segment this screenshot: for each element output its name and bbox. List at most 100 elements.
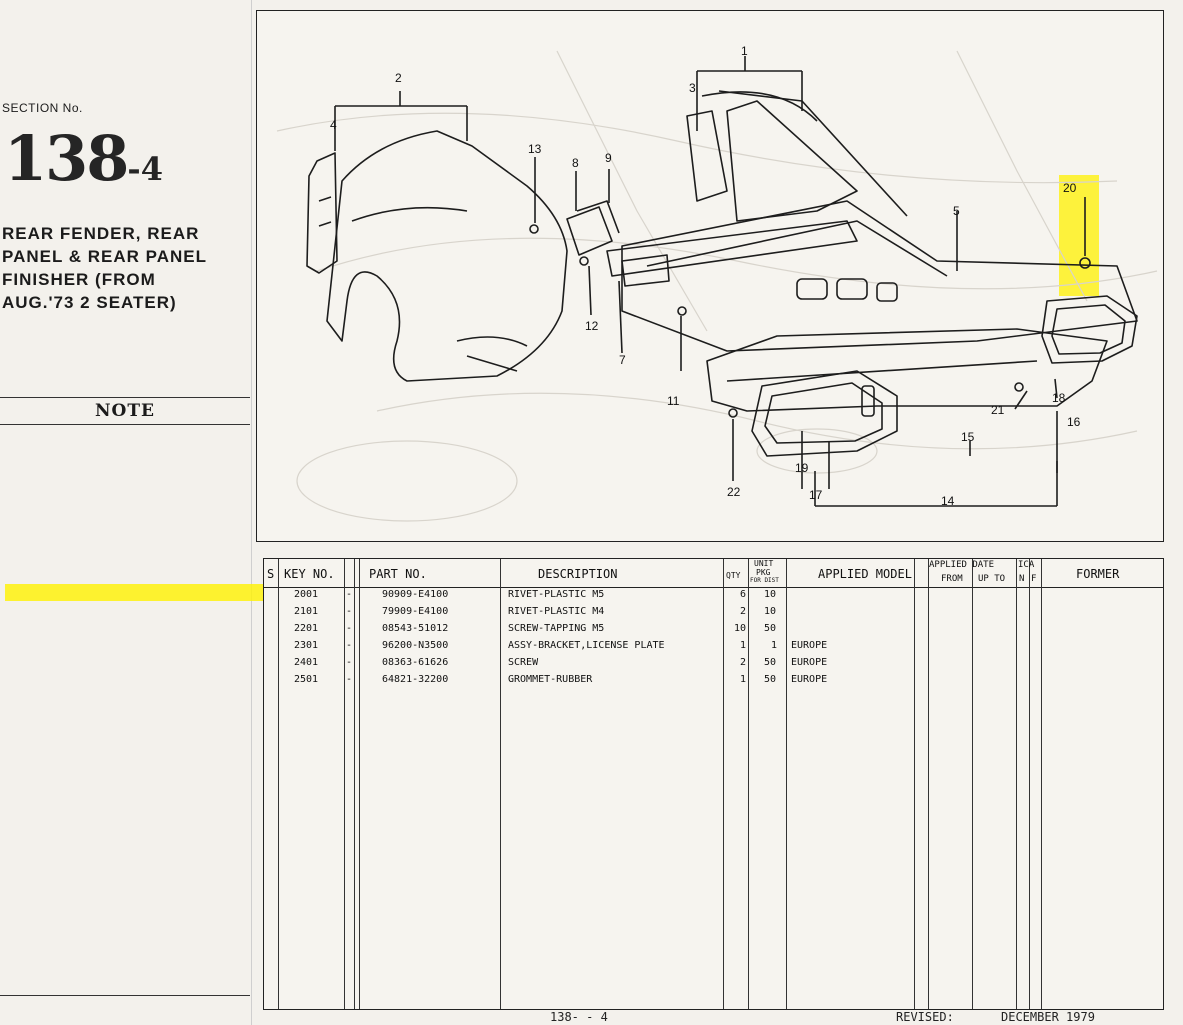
header-applied-date: APPLIED DATE (929, 560, 995, 570)
column-rule (1016, 559, 1017, 1009)
header-ica-f: F (1031, 574, 1037, 584)
section-title-line: FINISHER (FROM (2, 270, 156, 289)
cell-key-no: 2201 (294, 623, 319, 634)
cell-part-no: 08363-61626 (382, 657, 449, 668)
table-header (264, 559, 1163, 588)
callout-label: 18 (1052, 391, 1066, 405)
cell-qty: 2 (740, 657, 747, 668)
column-rule (914, 559, 915, 1009)
column-rule (748, 559, 749, 1009)
header-part-no: PART NO. (369, 567, 427, 581)
cell-qty: 2 (740, 606, 747, 617)
cell-part-no: 64821-32200 (382, 674, 449, 685)
header-key-no: KEY NO. (284, 567, 335, 581)
cell-key-no: 2401 (294, 657, 319, 668)
cell-dash: - (346, 674, 353, 685)
callout-label: 9 (605, 151, 612, 165)
header-former: FORMER (1076, 567, 1120, 581)
note-divider-footer (0, 995, 250, 996)
callout-label: 22 (727, 485, 741, 499)
callout-label: 21 (991, 403, 1005, 417)
callout-label: 8 (572, 156, 579, 170)
cell-description: SCREW-TAPPING M5 (508, 623, 605, 634)
callout-label: 4 (330, 118, 337, 132)
header-up-to: UP TO (978, 574, 1006, 584)
callout-label: 17 (809, 488, 823, 502)
header-ica: ICA (1018, 560, 1035, 570)
cell-dash: - (346, 589, 353, 600)
section-title-line: PANEL & REAR PANEL (2, 247, 208, 266)
note-divider-top (0, 397, 250, 398)
cell-pkg: 50 (764, 674, 777, 685)
header-ica-n: N (1019, 574, 1025, 584)
cell-qty: 1 (740, 640, 747, 651)
header-for-dist: FOR DIST (750, 577, 779, 584)
column-rule (723, 559, 724, 1009)
column-rule (1041, 559, 1042, 1009)
cell-description: RIVET-PLASTIC M5 (508, 589, 605, 600)
section-title-line: REAR FENDER, REAR (2, 224, 200, 243)
cell-qty: 1 (740, 674, 747, 685)
revised-label: REVISED: (896, 1010, 954, 1024)
cell-part-no: 08543-51012 (382, 623, 449, 634)
header-qty: QTY (726, 571, 741, 580)
cell-dash: - (346, 623, 353, 634)
callout-label: 15 (961, 430, 975, 444)
column-rule (928, 559, 929, 1009)
header-from: FROM (941, 574, 963, 584)
section-number-suffix: -4 (127, 150, 163, 188)
section-title: REAR FENDER, REAR PANEL & REAR PANEL FIN… (2, 222, 252, 314)
callout-label: 3 (689, 81, 696, 95)
callout-label: 14 (941, 494, 955, 508)
table-row: 2501 - 64821-32200 GROMMET-RUBBER 1 50 E… (264, 672, 1163, 689)
cell-pkg: 50 (764, 657, 777, 668)
column-rule (359, 559, 360, 1009)
header-applied-model: APPLIED MODEL (818, 567, 912, 581)
column-rule (344, 559, 345, 1009)
cell-model: EUROPE (791, 640, 828, 651)
callout-label: 19 (795, 461, 809, 475)
cell-model: EUROPE (791, 674, 828, 685)
cell-part-no: 79909-E4100 (382, 606, 449, 617)
column-rule (354, 559, 355, 1009)
callout-label: 12 (585, 319, 599, 333)
column-rule (972, 559, 973, 1009)
callout-20-highlight (1059, 175, 1099, 296)
cell-description: ASSY-BRACKET,LICENSE PLATE (508, 640, 665, 651)
section-title-line: AUG.'73 2 SEATER) (2, 293, 177, 312)
cell-dash: - (346, 657, 353, 668)
header-s: S (267, 567, 275, 581)
revised-date: DECEMBER 1979 (1001, 1010, 1095, 1024)
cell-description: GROMMET-RUBBER (508, 674, 593, 685)
section-number: 138-4 (4, 128, 163, 200)
parts-drawing (276, 50, 1158, 522)
cell-description: SCREW (508, 657, 539, 668)
header-pkg: PKG (756, 568, 771, 577)
exploded-parts-diagram: 1 2 3 4 5 7 8 9 11 12 13 14 15 16 17 18 … (256, 10, 1164, 542)
callout-label: 13 (528, 142, 542, 156)
cell-key-no: 2001 (294, 589, 319, 600)
cell-model: EUROPE (791, 657, 828, 668)
cell-qty: 6 (740, 589, 747, 600)
cell-part-no: 90909-E4100 (382, 589, 449, 600)
table-row: 2001 - 90909-E4100 RIVET-PLASTIC M5 6 10 (264, 587, 1163, 604)
cell-dash: - (346, 606, 353, 617)
callout-label: 16 (1067, 415, 1081, 429)
callout-label: 7 (619, 353, 626, 367)
note-heading: NOTE (95, 401, 155, 421)
cell-pkg: 10 (764, 589, 777, 600)
callout-label: 20 (1063, 181, 1077, 195)
header-unit: UNIT (754, 559, 774, 568)
cell-pkg: 10 (764, 606, 777, 617)
column-rule (278, 559, 279, 1009)
section-label: SECTION No. (2, 101, 83, 115)
cell-key-no: 2301 (294, 640, 319, 651)
parts-table: S KEY NO. PART NO. DESCRIPTION QTY UNIT … (263, 558, 1164, 1010)
column-rule (1029, 559, 1030, 1009)
callout-label: 11 (667, 394, 680, 408)
table-row: 2201 - 08543-51012 SCREW-TAPPING M5 10 5… (264, 621, 1163, 638)
callout-label: 5 (953, 204, 960, 218)
callout-label: 2 (395, 71, 402, 85)
cell-key-no: 2101 (294, 606, 319, 617)
section-number-main: 138 (4, 122, 129, 195)
